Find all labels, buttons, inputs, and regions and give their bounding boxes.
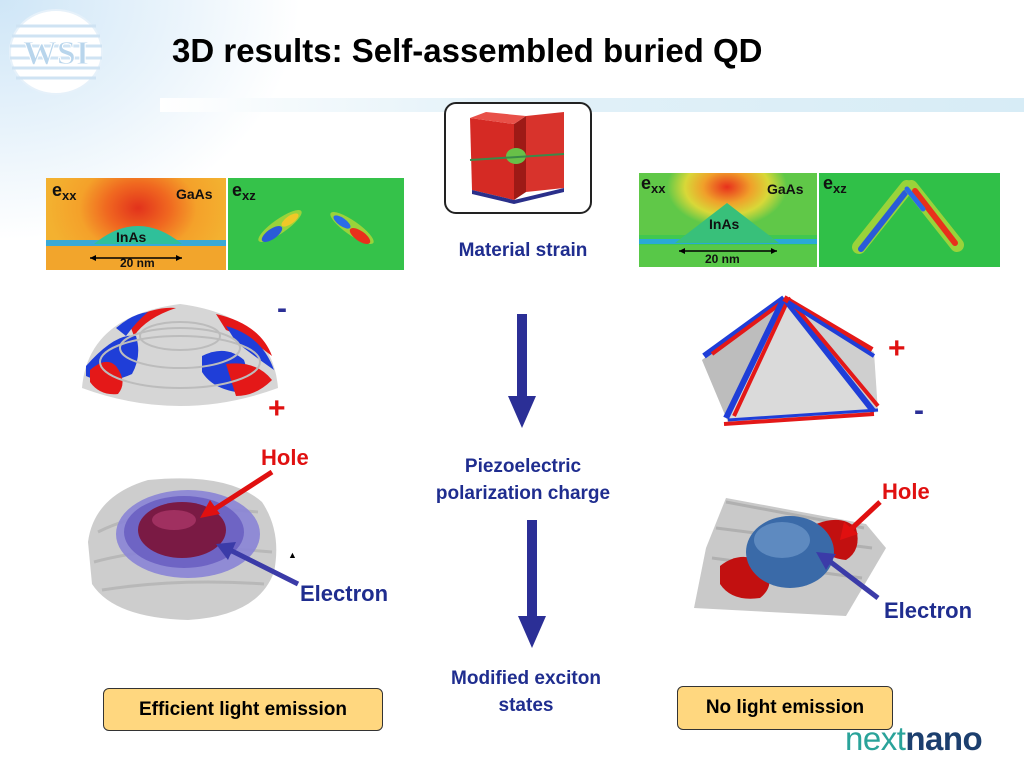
right-exx-qd-shape (639, 203, 817, 267)
right-exz-label: exz (823, 173, 847, 196)
left-small-marker: ▲ (288, 550, 297, 560)
left-electron-label: Electron (300, 581, 389, 606)
left-exz-label: exz (232, 180, 256, 203)
right-inas-label: InAs (709, 216, 740, 232)
efficient-emission-box: Efficient light emission (103, 688, 383, 731)
right-plus-sign: + (888, 332, 906, 365)
right-hole-label: Hole (882, 479, 930, 504)
right-exx-map: exx GaAs InAs 20 nm (639, 173, 817, 267)
right-scale-label: 20 nm (705, 252, 740, 266)
exciton-label: Modified exciton states (410, 665, 642, 719)
left-scale-label: 20 nm (120, 256, 155, 270)
header-band (160, 98, 1024, 112)
right-electron-label: Electron (884, 598, 973, 623)
right-exz-pattern (852, 180, 964, 254)
brand-prefix: next (845, 720, 906, 757)
right-hole-pointer-icon (840, 500, 882, 540)
left-minus-sign: - (277, 292, 287, 325)
strained-cube-graphic (469, 112, 565, 204)
right-exz-map: exz (819, 173, 1000, 267)
right-minus-sign: - (914, 394, 924, 427)
svg-text:WSI: WSI (23, 35, 89, 72)
right-gaas-label: GaAs (767, 181, 804, 197)
right-pyramid-charge-graphic (702, 295, 880, 426)
material-strain-label: Material strain (458, 240, 588, 261)
brand-suffix: nano (905, 720, 983, 757)
wsi-logo: WSI (9, 9, 103, 95)
material-box-image (444, 102, 592, 214)
left-exx-map: exx GaAs InAs 20 nm (46, 178, 226, 270)
nextnano-logo: nextnano (845, 720, 983, 758)
left-gaas-label: GaAs (176, 186, 213, 202)
right-wavefunction-graphic (694, 498, 886, 616)
arrow-down-2-icon (518, 520, 546, 648)
left-hole-pointer-icon (200, 469, 274, 518)
exciton-line-2: states (498, 695, 554, 716)
left-lens-charge-graphic (82, 304, 278, 406)
piezo-line-1: Piezoelectric (464, 456, 582, 477)
left-exx-label: exx (52, 180, 77, 203)
left-exz-map: exz (228, 178, 404, 270)
piezo-line-2: polarization charge (435, 483, 611, 504)
piezo-label: Piezoelectric polarization charge (400, 453, 646, 507)
slide-title: 3D results: Self-assembled buried QD (172, 32, 763, 69)
left-plus-sign: + (268, 392, 286, 425)
left-inas-label: InAs (116, 229, 147, 245)
left-hole-label: Hole (261, 445, 309, 470)
arrow-down-1-icon (508, 314, 536, 428)
right-exx-label: exx (641, 173, 666, 196)
exciton-line-1: Modified exciton (451, 668, 601, 689)
right-electron-pointer-icon (816, 552, 880, 600)
left-exz-pattern (258, 210, 374, 245)
no-emission-box: No light emission (677, 686, 893, 730)
left-electron-pointer-icon (216, 542, 300, 587)
left-exx-qd-shape (46, 226, 226, 270)
